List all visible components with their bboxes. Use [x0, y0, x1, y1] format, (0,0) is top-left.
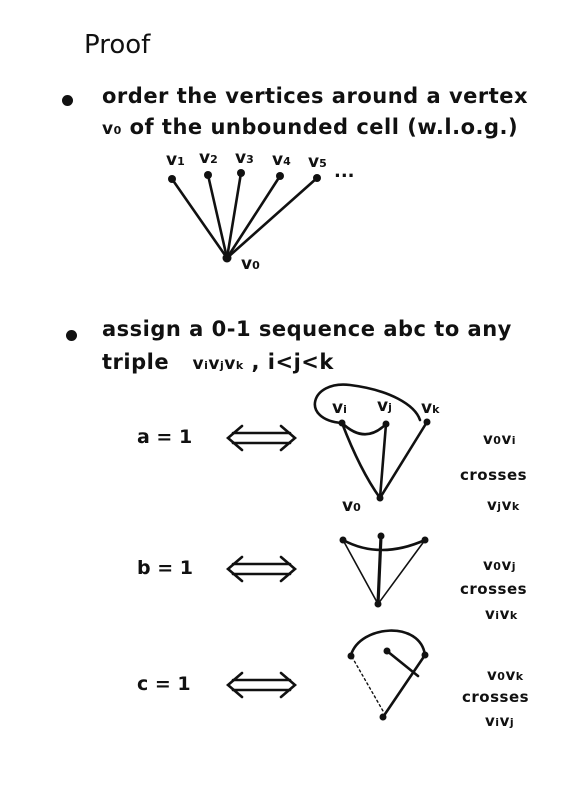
fan-vertex-5	[313, 174, 321, 182]
row-a-label-vk: vk	[421, 398, 440, 418]
row-a-label-vj: vj	[377, 396, 392, 416]
fan-vertex-0	[222, 253, 232, 263]
row-a-vertex-vj	[382, 420, 390, 428]
fan-edge-3	[225, 171, 243, 260]
row-a-vertex-vk	[423, 418, 431, 426]
bullet2-line1: assign a 0-1 sequence abc to any	[102, 317, 512, 341]
caption-b-mid: crosses	[460, 580, 528, 598]
row-b-edge-center	[376, 534, 383, 606]
bullet-dot-2	[66, 330, 77, 341]
fan-label-v1: v1	[166, 150, 185, 170]
row-c-edge-right	[381, 653, 427, 719]
fan-label-v2: v2	[199, 148, 218, 168]
bullet-dot-1	[62, 95, 73, 106]
caption-b-top: v0vj	[483, 556, 516, 574]
row-b-arc	[341, 538, 427, 552]
row-b-vertex-1	[339, 536, 347, 544]
double-arrow-a	[226, 424, 297, 452]
fan-ellipsis: ...	[334, 161, 355, 182]
row-a-edge-v0-vk	[378, 420, 429, 500]
eq-c: c = 1	[137, 673, 191, 695]
row-a-edge-v0-vi	[340, 421, 382, 500]
caption-a-mid: crosses	[460, 466, 528, 484]
row-a-vertex-v0	[376, 494, 384, 502]
row-a-vertex-vi	[338, 419, 346, 427]
caption-c-bot: vivj	[485, 712, 515, 730]
row-a-label-vi: vi	[332, 398, 347, 418]
fan-label-v4: v4	[272, 150, 291, 170]
v0-subscript: 0	[113, 124, 122, 137]
fan-vertex-1	[168, 175, 176, 183]
row-a-arc	[313, 383, 422, 425]
caption-a-top: v0vi	[483, 430, 516, 448]
row-c-arc	[349, 629, 427, 657]
caption-b-bot: vivk	[485, 605, 518, 623]
row-b-vertex-0	[374, 600, 382, 608]
fan-label-v0: v0	[241, 254, 260, 274]
row-c-diagram	[349, 629, 427, 719]
page-title: Proof	[84, 30, 151, 60]
row-a-diagram	[313, 383, 429, 500]
row-c-vertex-1	[347, 652, 355, 660]
triple-condition: , i<j<k	[251, 350, 334, 374]
v0-label: v	[102, 119, 114, 139]
caption-c-mid: crosses	[462, 688, 530, 706]
row-b-edge-right	[377, 539, 426, 605]
double-arrow-c	[226, 671, 297, 699]
bullet1-line2: v0 of the unbounded cell (w.l.o.g.)	[102, 115, 518, 139]
eq-a: a = 1	[137, 426, 193, 448]
row-c-vertex-3	[421, 651, 429, 659]
row-c-vertex-0	[379, 713, 387, 721]
fan-vertex-4	[276, 172, 284, 180]
fan-edge-1	[170, 177, 229, 260]
row-c-vertex-2	[383, 647, 391, 655]
bullet2-line2: triple vivjvk , i<j<k	[102, 350, 334, 374]
fan-edge-2	[206, 173, 229, 260]
row-a-label-v0: v0	[342, 496, 361, 516]
fan-edge-5	[225, 176, 319, 260]
row-b-diagram	[341, 534, 427, 606]
fan-edge-4	[225, 174, 282, 260]
fan-vertex-2	[204, 171, 212, 179]
fan-diagram	[170, 171, 319, 260]
eq-b: b = 1	[137, 557, 193, 579]
row-b-vertex-3	[421, 536, 429, 544]
double-arrow-b	[226, 555, 297, 583]
row-b-vertex-2	[377, 532, 385, 540]
bullet1-line1: order the vertices around a vertex	[102, 84, 529, 108]
row-b-edge-left	[342, 539, 379, 605]
row-c-edge-dashed	[351, 656, 384, 712]
fan-vertex-3	[237, 169, 245, 177]
fan-label-v5: v5	[308, 152, 327, 172]
bullet1-line2-rest: of the unbounded cell (w.l.o.g.)	[129, 115, 519, 139]
triple-word: triple	[102, 350, 170, 374]
row-a-edge-vi-vj	[340, 421, 388, 436]
row-a-edge-vj-v0	[378, 422, 388, 500]
fan-label-v3: v3	[235, 148, 254, 168]
caption-a-bot: vjvk	[487, 496, 520, 514]
caption-c-top: v0vk	[487, 666, 524, 684]
